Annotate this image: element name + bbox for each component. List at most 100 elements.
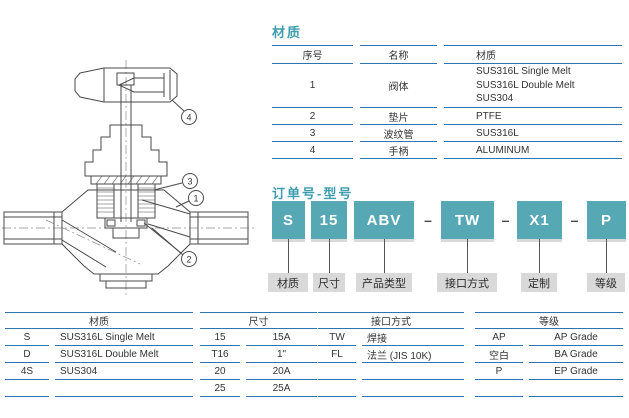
lookup-table-material: 材质 S SUS316L Single Melt D SUS316L Doubl… (5, 312, 193, 397)
code-segment-product: ABV (354, 201, 414, 239)
table-row: 25 25A (200, 380, 317, 397)
material-option: SUS304 (476, 93, 514, 105)
table-row (475, 380, 623, 397)
material-option: SUS316L Single Melt (476, 66, 571, 78)
callout-1-leader (175, 200, 190, 208)
value-cell: EP Grade (529, 363, 623, 380)
segment-label-material: 材质 (268, 273, 308, 292)
body-passage-line (147, 223, 191, 238)
cell-name: 垫片 (360, 108, 437, 125)
valve-stem (120, 85, 132, 222)
segment-label-grade: 等级 (587, 273, 625, 292)
code-segment-material: S (272, 201, 305, 239)
code-cell (318, 380, 356, 397)
lookup-table-title: 尺寸 (200, 312, 317, 329)
cell-material: PTFE (444, 108, 622, 125)
connector-line (288, 239, 289, 273)
value-cell: 法兰 (JIS 10K) (362, 346, 464, 363)
code-segment-custom: X1 (517, 201, 562, 239)
table-row: TW 焊接 (318, 329, 464, 346)
value-cell: 25A (246, 380, 317, 397)
callout-1-icon: 1 (188, 190, 204, 206)
value-cell: SUS316L Double Melt (55, 346, 193, 363)
value-cell: 15A (246, 329, 317, 346)
code-cell: 空白 (475, 346, 523, 363)
connector-line (539, 239, 540, 273)
table-row (5, 380, 193, 397)
code-cell: 20 (200, 363, 240, 380)
table-row: 4 手柄 ALUMINUM (272, 142, 622, 159)
cell-material: SUS316L (444, 125, 622, 142)
code-cell: 25 (200, 380, 240, 397)
code-cell (5, 380, 49, 397)
callout-2-leader (151, 227, 184, 256)
code-cell: P (475, 363, 523, 380)
cell-no: 3 (272, 125, 353, 142)
cell-material: SUS316L Single Melt SUS316L Double Melt … (444, 64, 622, 108)
code-separator: – (501, 212, 510, 228)
svg-text:2: 2 (186, 255, 191, 265)
svg-text:1: 1 (193, 194, 198, 204)
header-material: 材质 (444, 45, 622, 64)
value-cell (55, 380, 193, 397)
code-cell: T16 (200, 346, 240, 363)
cell-no: 4 (272, 142, 353, 159)
table-row: 2 垫片 PTFE (272, 108, 622, 125)
valve-body (61, 189, 191, 275)
table-row: 3 波纹管 SUS316L (272, 125, 622, 142)
gland-flange (90, 175, 162, 185)
segment-label-size: 尺寸 (313, 273, 345, 292)
code-segment-grade: P (587, 201, 626, 239)
header-name: 名称 (360, 45, 437, 64)
header-no: 序号 (272, 45, 353, 64)
value-cell: 1" (246, 346, 317, 363)
seat-gasket (104, 217, 148, 239)
table-row (318, 363, 464, 380)
segment-label-custom: 定制 (521, 273, 557, 292)
lookup-table-size: 尺寸 15 15A T16 1" 20 20A 25 25A (200, 312, 317, 397)
cell-name: 波纹管 (360, 125, 437, 142)
code-segment-connection: TW (441, 201, 494, 239)
code-segment-size: 15 (311, 201, 347, 239)
table-row: 15 15A (200, 329, 317, 346)
valve-cross-section-drawing: 4 3 1 2 (0, 40, 258, 315)
callout-2-icon: 2 (181, 251, 197, 267)
table-row: S SUS316L Single Melt (5, 329, 193, 346)
code-separator: – (424, 212, 432, 228)
lookup-table-grade: 等级 AP AP Grade 空白 BA Grade P EP Grade (475, 312, 623, 397)
lookup-table-title: 接口方式 (318, 312, 464, 329)
order-code-section-title: 订单号-型号 (272, 186, 354, 201)
code-cell: FL (318, 346, 356, 363)
cell-no: 1 (272, 64, 353, 108)
value-cell: SUS316L Single Melt (55, 329, 193, 346)
lookup-table-title: 材质 (5, 312, 193, 329)
right-pipe (189, 211, 249, 245)
svg-text:4: 4 (186, 113, 191, 123)
material-section-title: 材质 (272, 25, 303, 40)
connector-line (467, 239, 468, 273)
material-option: SUS316L Double Melt (476, 79, 575, 91)
value-cell: BA Grade (529, 346, 623, 363)
cell-name: 阀体 (360, 64, 437, 108)
cell-name: 手柄 (360, 142, 437, 159)
svg-text:3: 3 (187, 177, 192, 187)
callout-3-leader (153, 182, 183, 191)
connector-line (606, 239, 607, 273)
code-cell: TW (318, 329, 356, 346)
segment-label-connection: 接口方式 (437, 273, 497, 292)
value-cell: 焊接 (362, 329, 464, 346)
segment-label-product: 产品类型 (356, 273, 412, 292)
value-cell (362, 380, 464, 397)
body-passage-line (61, 219, 117, 253)
table-row: 4S SUS304 (5, 363, 193, 380)
table-row: FL 法兰 (JIS 10K) (318, 346, 464, 363)
valve-bonnet (84, 124, 168, 177)
code-cell: D (5, 346, 49, 363)
material-table: 序号 名称 材质 1 阀体 SUS316L Single Melt SUS316… (272, 45, 622, 159)
lookup-table-connection: 接口方式 TW 焊接 FL 法兰 (JIS 10K) (318, 312, 464, 397)
table-row: 1 阀体 SUS316L Single Melt SUS316L Double … (272, 64, 622, 108)
connector-line (384, 239, 385, 273)
code-cell (475, 380, 523, 397)
code-cell: AP (475, 329, 523, 346)
